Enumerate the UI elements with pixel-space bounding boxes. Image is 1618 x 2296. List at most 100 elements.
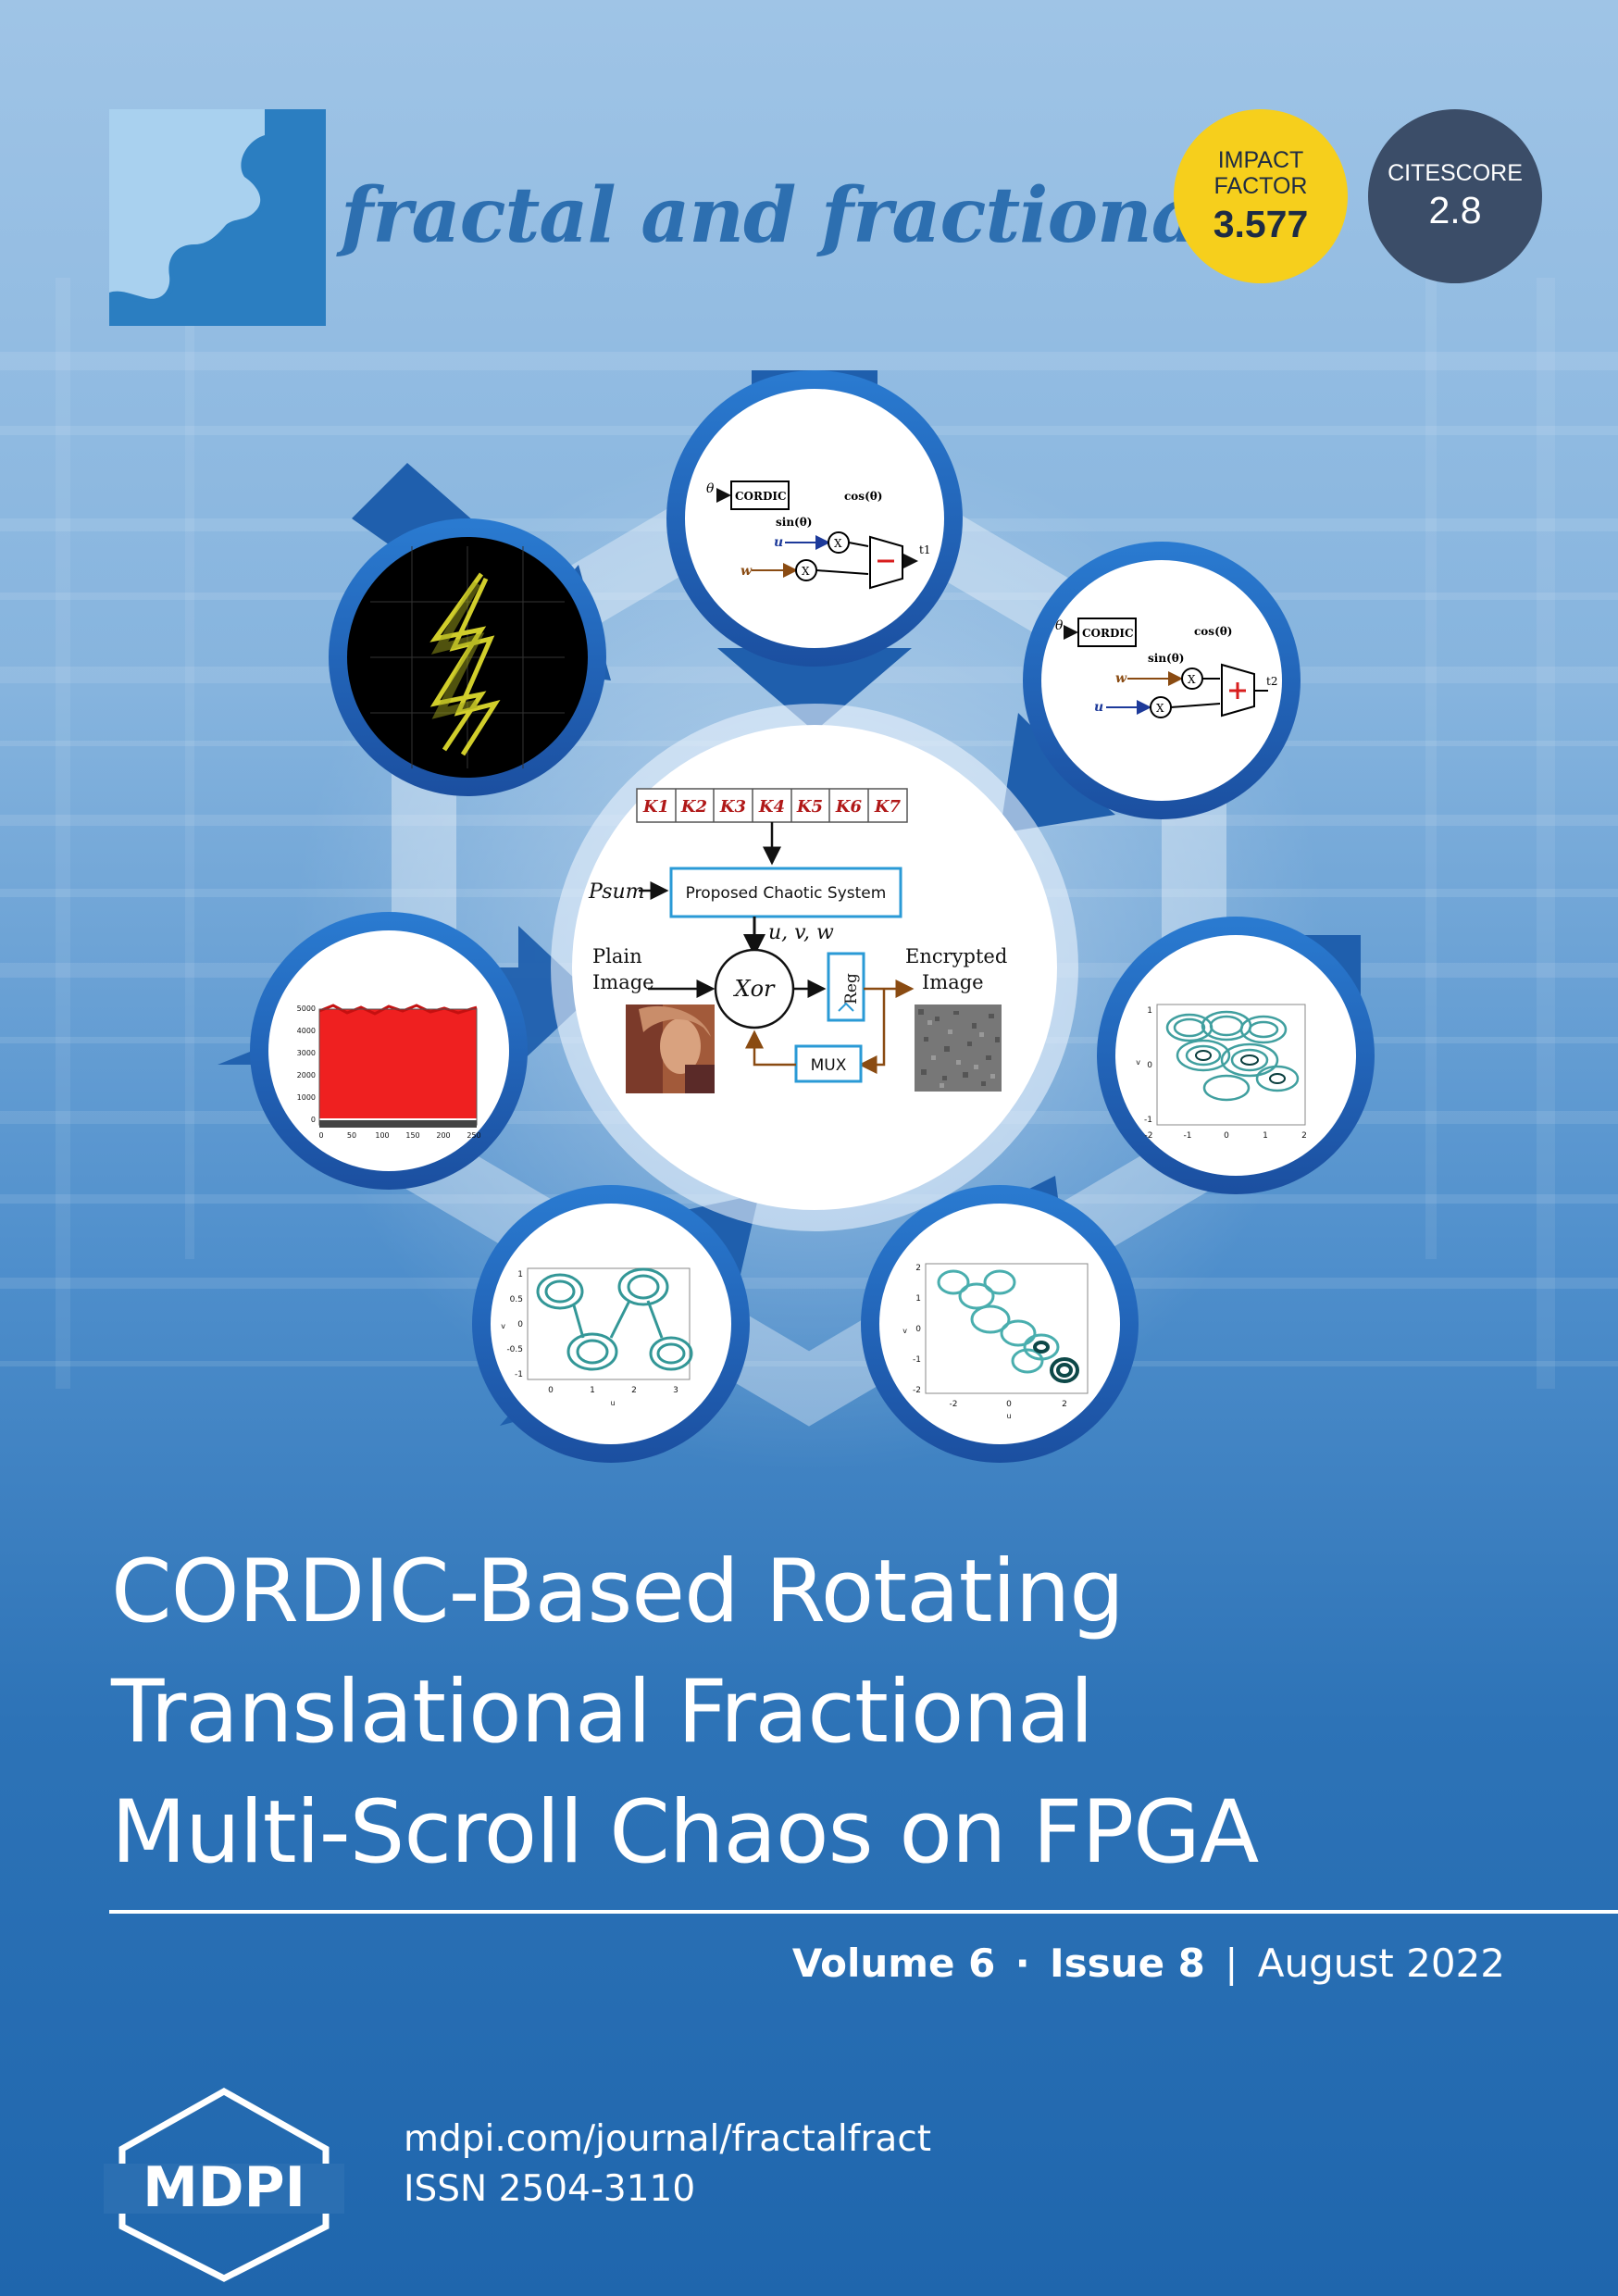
plain-image-thumbnail [626, 1004, 715, 1093]
mdpi-hexagon-icon: MDPI [104, 2087, 344, 2282]
citescore-badge: CITESCORE 2.8 [1368, 109, 1542, 283]
article-title-line-3: Multi-Scroll Chaos on FPGA [111, 1782, 1259, 1883]
chaotic-system-label: Proposed Chaotic System [686, 884, 887, 903]
dot-separator: · [1014, 1940, 1030, 1986]
cordic-diagram-t2: θ CORDIC cos(θ) sin(θ) w X u X t2 [1055, 618, 1277, 718]
issn-label: ISSN 2504-3110 [404, 2168, 696, 2210]
scroll-r-ylabel: v [1136, 1058, 1140, 1067]
key-k6: K6 [835, 797, 863, 817]
scroll-bl-xlabel: u [610, 1399, 615, 1407]
scroll-bl-y-1: 1 [517, 1270, 523, 1279]
hist-x-250: 250 [467, 1131, 480, 1140]
hist-x-200: 200 [436, 1131, 450, 1140]
scroll-bl-x-0: 0 [548, 1386, 554, 1395]
scroll-bl-x-2: 2 [631, 1386, 637, 1395]
hist-x-150: 150 [405, 1131, 419, 1140]
journal-url[interactable]: mdpi.com/journal/fractalfract [404, 2118, 932, 2160]
scroll-br-y-2: 2 [915, 1264, 921, 1273]
article-title-line-1: CORDIC-Based Rotating [111, 1541, 1125, 1642]
scroll-br-y-0: 0 [915, 1325, 921, 1334]
attractor-plot-bottom-right: 2 1 0 -1 -2 v -2 0 2 u [902, 1263, 1089, 1420]
scroll-br-x-2: 2 [1062, 1400, 1067, 1409]
scroll-bl-y-neg05: -0.5 [506, 1345, 523, 1354]
sin-label-2: sin(θ) [1148, 652, 1184, 665]
mult-4: X [1156, 702, 1164, 715]
w-label-2: w [1115, 671, 1127, 686]
citescore-label: CITESCORE [1388, 160, 1523, 186]
scroll-r-x-neg1: -1 [1184, 1131, 1192, 1141]
journal-logo [109, 109, 326, 326]
scroll-bl-x-1: 1 [590, 1386, 595, 1395]
mult-3: X [1188, 673, 1196, 686]
issue-info: Volume 6 · Issue 8 | August 2022 [792, 1940, 1505, 1986]
attractor-plot-bottom-left: 1 0.5 0 -0.5 -1 v 0 1 2 3 u [501, 1267, 693, 1407]
reg-label: Reg [842, 973, 861, 1004]
scroll-bl-y-05: 0.5 [510, 1295, 523, 1304]
encrypted-image-label-2: Image [922, 971, 984, 993]
impact-factor-label-1: IMPACT [1217, 146, 1304, 173]
key-k7: K7 [874, 797, 902, 817]
encryption-diagram: K1 K2 K3 K4 K5 K6 K7 Psum Proposed Chaot… [588, 788, 1007, 1093]
hist-x-50: 50 [347, 1131, 356, 1140]
scroll-r-x-1: 1 [1263, 1131, 1268, 1141]
key-k1: K1 [642, 797, 669, 817]
key-k3: K3 [719, 797, 746, 817]
scroll-r-y-neg1: -1 [1144, 1116, 1152, 1125]
scroll-r-x-neg2: -2 [1145, 1131, 1153, 1141]
plain-image-label-2: Image [592, 971, 654, 993]
volume-label: Volume 6 [791, 1940, 996, 1986]
cos-label: cos(θ) [844, 490, 882, 503]
u-label-2: u [1094, 700, 1103, 715]
sin-label: sin(θ) [776, 516, 812, 529]
scroll-r-y-0: 0 [1147, 1061, 1152, 1070]
theta-label: θ [706, 481, 715, 496]
mdpi-logo: MDPI [104, 2087, 344, 2286]
issue-label: Issue 8 [1050, 1940, 1205, 1986]
hist-x-0: 0 [318, 1131, 323, 1140]
mux-label: MUX [811, 1056, 847, 1075]
theta-label-2: θ [1055, 618, 1064, 633]
encrypted-image-label-1: Encrypted [905, 945, 1007, 967]
impact-factor-value: 3.577 [1213, 202, 1309, 245]
cos-label-2: cos(θ) [1194, 625, 1232, 638]
article-title: CORDIC-Based Rotating Translational Frac… [111, 1532, 1259, 1893]
impact-factor-badge: IMPACT FACTOR 3.577 [1174, 109, 1348, 283]
scroll-br-ylabel: v [902, 1327, 907, 1335]
impact-factor-label-2: FACTOR [1214, 172, 1308, 199]
cover-figure: θ CORDIC cos(θ) sin(θ) u X w X t1 θ CORD… [218, 370, 1375, 1463]
cordic-label-2: CORDIC [1082, 627, 1134, 640]
hist-x-100: 100 [375, 1131, 389, 1140]
scroll-br-x-neg2: -2 [950, 1400, 958, 1409]
key-k2: K2 [680, 797, 707, 817]
journal-title: fractal and fractional [341, 171, 1228, 260]
t1-label: t1 [919, 543, 930, 556]
hist-y-5000: 5000 [297, 1004, 316, 1013]
scroll-r-x-2: 2 [1301, 1131, 1307, 1141]
w-label: w [741, 564, 753, 579]
key-k4: K4 [758, 797, 785, 817]
cordic-label: CORDIC [735, 490, 787, 503]
oscilloscope-trace [370, 546, 565, 768]
date-label: August 2022 [1257, 1940, 1505, 1986]
title-divider [109, 1910, 1618, 1914]
key-k5: K5 [796, 797, 823, 817]
encrypted-image-thumbnail [915, 1004, 1002, 1092]
mult-2: X [802, 565, 810, 578]
t2-label: t2 [1266, 675, 1277, 688]
scroll-r-y-1: 1 [1147, 1006, 1152, 1016]
fractal-logo-icon [109, 109, 326, 326]
hist-y-4000: 4000 [297, 1027, 316, 1035]
article-title-line-2: Translational Fractional [111, 1662, 1094, 1763]
bar-separator: | [1225, 1940, 1238, 1986]
psum-label: Psum [588, 880, 645, 904]
scroll-bl-x-3: 3 [673, 1386, 678, 1395]
citescore-value: 2.8 [1428, 189, 1482, 231]
scroll-br-x-0: 0 [1006, 1400, 1012, 1409]
scroll-r-x-0: 0 [1224, 1131, 1229, 1141]
scroll-br-y-neg2: -2 [913, 1386, 921, 1395]
hist-y-0: 0 [311, 1116, 316, 1124]
scroll-bl-y-0: 0 [517, 1320, 523, 1329]
hist-y-1000: 1000 [297, 1093, 316, 1102]
scroll-br-y-1: 1 [915, 1294, 921, 1304]
uvw-label: u, v, w [768, 921, 834, 944]
